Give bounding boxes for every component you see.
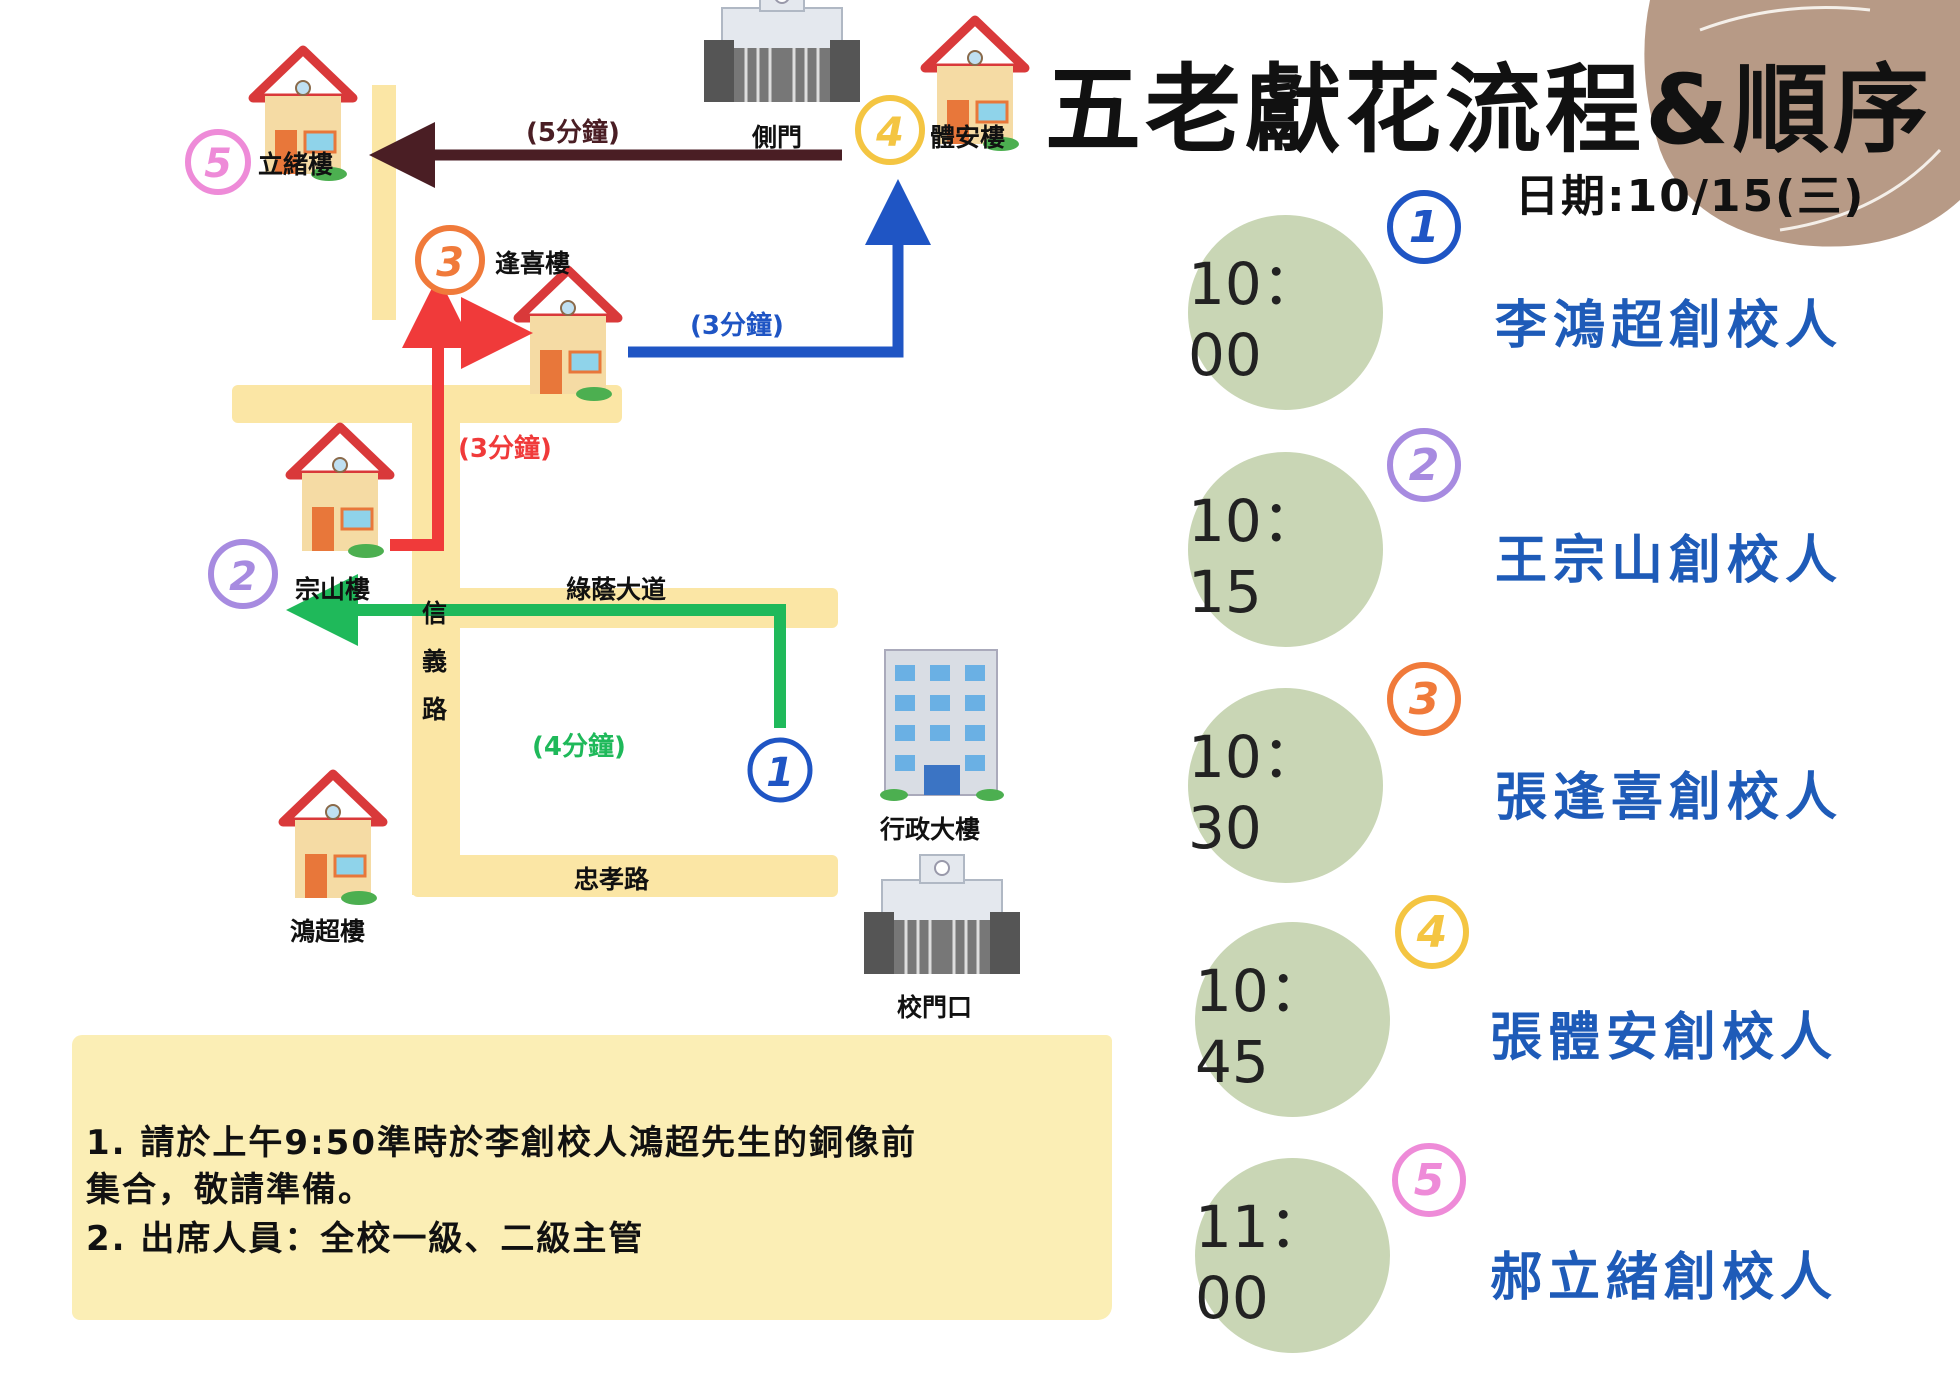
honoree-name-2: 王宗山創校人 bbox=[1495, 531, 1844, 591]
office-building-icon bbox=[880, 649, 1004, 801]
svg-text:3: 3 bbox=[436, 240, 464, 286]
stop-marker-4: 4 bbox=[855, 95, 925, 165]
notes-panel: 1. 請於上午9:50準時於李創校人鴻超先生的銅像前 集合，敬請準備。 2. 出… bbox=[72, 1035, 1112, 1320]
label-admin: 行政大樓 bbox=[880, 815, 981, 844]
road-north bbox=[372, 85, 396, 320]
honoree-name-5: 郝立緒創校人 bbox=[1490, 1248, 1839, 1308]
time-circle-4: 10：45 bbox=[1195, 922, 1390, 1117]
route-leg1-arrow bbox=[286, 574, 786, 728]
svg-text:5: 5 bbox=[204, 141, 232, 187]
road-upper-horizontal bbox=[232, 385, 622, 423]
label-road-zhongxiao: 忠孝路 bbox=[574, 865, 650, 894]
label-side-gate: 側門 bbox=[752, 123, 803, 152]
road-zhongxiao bbox=[412, 855, 838, 897]
note-line-3: 2. 出席人員：全校一級、二級主管 bbox=[86, 1219, 645, 1259]
duration-leg2: (3分鐘) bbox=[458, 434, 552, 464]
note-line-1: 1. 請於上午9:50準時於李創校人鴻超先生的銅像前 bbox=[86, 1123, 917, 1163]
label-lixu: 立緒樓 bbox=[258, 150, 334, 179]
honoree-name-4: 張體安創校人 bbox=[1490, 1008, 1839, 1068]
house-icon-hongchao bbox=[283, 774, 383, 905]
label-road-xinyi-2: 義 bbox=[422, 647, 448, 676]
svg-text:2: 2 bbox=[229, 554, 257, 600]
honoree-name-3: 張逢喜創校人 bbox=[1495, 768, 1844, 828]
time-circle-1: 10：00 bbox=[1188, 215, 1383, 410]
time-circle-3: 10：30 bbox=[1188, 688, 1383, 883]
gate-icon-side bbox=[702, 0, 862, 104]
label-fengxi: 逢喜樓 bbox=[495, 249, 571, 278]
label-school-gate: 校門口 bbox=[897, 993, 973, 1022]
honoree-name-1: 李鴻超創校人 bbox=[1495, 296, 1844, 356]
note-line-2: 集合，敬請準備。 bbox=[86, 1170, 374, 1210]
stop-marker-5: 5 bbox=[185, 129, 251, 195]
order-badge-3: 3 bbox=[1387, 662, 1461, 736]
order-badge-2: 2 bbox=[1387, 428, 1461, 502]
time-circle-5: 11：00 bbox=[1195, 1158, 1390, 1353]
duration-leg4: (5分鐘) bbox=[526, 118, 620, 148]
house-icon-zongshan bbox=[290, 427, 390, 558]
time-circle-2: 10：15 bbox=[1188, 452, 1383, 647]
house-icon-fengxi bbox=[518, 270, 618, 401]
label-tian: 體安樓 bbox=[930, 123, 1006, 152]
svg-text:1: 1 bbox=[766, 750, 794, 796]
route-leg3-arrow bbox=[628, 179, 931, 358]
label-zongshan: 宗山樓 bbox=[295, 575, 371, 604]
stop-marker-2: 2 bbox=[208, 539, 278, 609]
duration-leg3: (3分鐘) bbox=[690, 311, 784, 341]
gate-icon-school bbox=[862, 853, 1022, 976]
stop-marker-3: 3 bbox=[415, 225, 485, 295]
duration-leg1: (4分鐘) bbox=[532, 732, 626, 762]
event-date: 日期:10/15(三) bbox=[1515, 171, 1866, 222]
page-title: 五老獻花流程&順序 bbox=[1045, 54, 1933, 166]
label-hongchao: 鴻超樓 bbox=[290, 917, 366, 946]
order-badge-5: 5 bbox=[1392, 1143, 1466, 1217]
label-road-lvyin: 綠蔭大道 bbox=[566, 575, 667, 604]
stop-marker-1: 1 bbox=[747, 737, 813, 803]
label-road-xinyi-3: 路 bbox=[422, 695, 448, 724]
svg-text:4: 4 bbox=[875, 110, 904, 156]
order-badge-4: 4 bbox=[1395, 895, 1469, 969]
roads bbox=[232, 85, 838, 897]
label-road-xinyi-1: 信 bbox=[422, 599, 448, 628]
order-badge-1: 1 bbox=[1387, 190, 1461, 264]
